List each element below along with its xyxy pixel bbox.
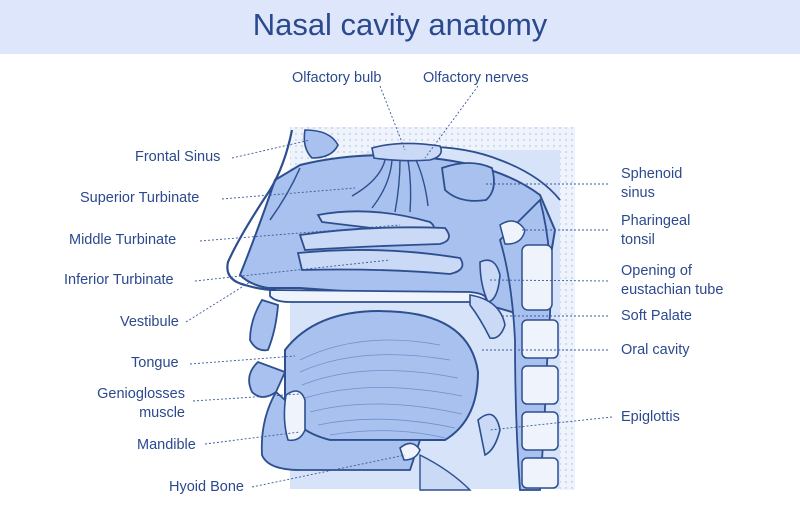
upper-lip xyxy=(250,300,278,350)
label-middle-turbinate: Middle Turbinate xyxy=(69,231,176,250)
label-frontal-sinus: Frontal Sinus xyxy=(135,148,220,167)
mandible-shape xyxy=(284,391,305,440)
label-olfactory-bulb: Olfactory bulb xyxy=(292,69,381,88)
label-pharingeal-line1: Pharingeal xyxy=(621,212,690,231)
label-genioglosses-line1: Genioglosses xyxy=(80,385,185,404)
label-sphenoid-line2: sinus xyxy=(621,184,682,203)
label-soft-palate: Soft Palate xyxy=(621,307,692,326)
label-genioglosses-muscle: Genioglosses muscle xyxy=(80,385,185,423)
label-eustachian-line1: Opening of xyxy=(621,262,723,281)
label-superior-turbinate: Superior Turbinate xyxy=(80,189,199,208)
label-vestibule: Vestibule xyxy=(120,313,179,332)
olfactory-bulb-shape xyxy=(372,143,441,160)
label-pharingeal-line2: tonsil xyxy=(621,231,690,250)
label-sphenoid-line1: Sphenoid xyxy=(621,165,682,184)
label-eustachian-tube: Opening of eustachian tube xyxy=(621,262,723,300)
lower-lip xyxy=(249,362,285,397)
label-epiglottis: Epiglottis xyxy=(621,408,680,427)
tongue-shape xyxy=(285,311,478,440)
label-sphenoid-sinus: Sphenoid sinus xyxy=(621,165,682,203)
label-oral-cavity: Oral cavity xyxy=(621,341,690,360)
hard-palate xyxy=(270,290,486,302)
label-hyoid-bone: Hyoid Bone xyxy=(169,478,244,497)
label-mandible: Mandible xyxy=(137,436,196,455)
label-tongue: Tongue xyxy=(131,354,179,373)
label-genioglosses-line2: muscle xyxy=(80,404,185,423)
label-inferior-turbinate: Inferior Turbinate xyxy=(64,271,174,290)
label-olfactory-nerves: Olfactory nerves xyxy=(423,69,529,88)
label-pharingeal-tonsil: Pharingeal tonsil xyxy=(621,212,690,250)
label-eustachian-line2: eustachian tube xyxy=(621,281,723,300)
